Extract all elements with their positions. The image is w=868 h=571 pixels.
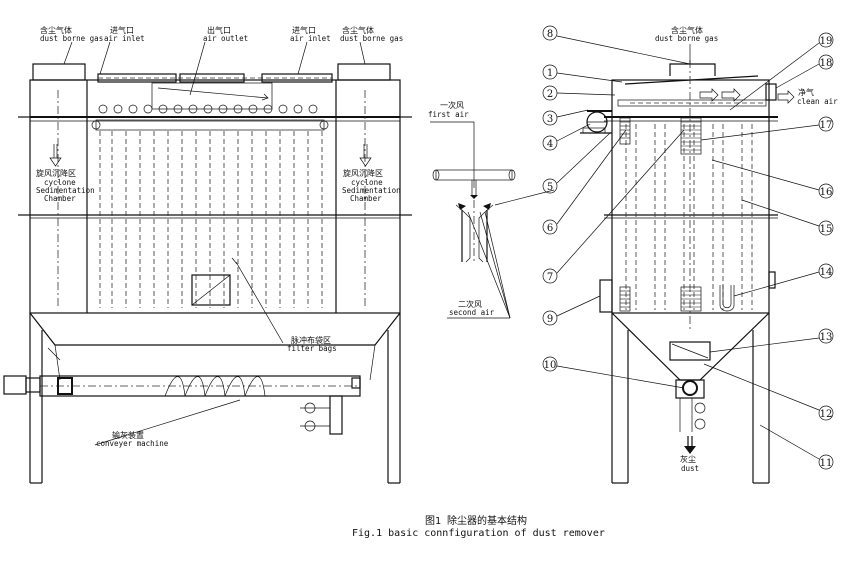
svg-text:7: 7 [547,272,553,283]
svg-text:1: 1 [547,68,553,79]
callout-3: 3 [542,109,589,126]
callout-12: 12 [703,363,834,421]
air-outlet-en: air outlet [203,34,248,43]
svg-text:17: 17 [820,120,833,131]
svg-text:8: 8 [547,29,553,40]
filter-bag-lines [99,131,323,308]
callout-8: 8 [542,25,691,65]
air-outlet-cn: 出气口 [207,25,231,35]
svg-text:15: 15 [820,224,833,235]
callout-18: 18 [775,54,834,89]
side-dust-gas-cn: 含尘气体 [671,25,703,35]
conveyor-cn: 输灰装置 [112,430,144,440]
filter-bags-cn: 脉冲布袋区 [291,335,331,345]
callout-14: 14 [733,263,834,297]
left-air-inlet-cn: 进气口 [110,25,134,35]
right-side-view: 8 1 2 3 4 5 6 [542,25,838,484]
first-air-en: first air [428,110,469,119]
right-air-inlet-en: air inlet [290,34,331,43]
left-chamber-down-arrow [49,144,62,167]
filter-bags-en: filter bags [287,344,337,353]
callout-10: 10 [542,356,685,389]
callout-15: 15 [741,199,834,236]
right-cyclone-en1: cyclone [351,178,383,187]
middle-nozzle-detail: 一次风 first air 二次风 second air [428,100,555,319]
callout-11: 11 [759,424,834,470]
callout-13: 13 [709,328,834,353]
clean-air-en: clean air [797,97,838,106]
left-dust-gas-cn: 含尘气体 [40,25,72,35]
right-dust-gas-en: dust borne gas [340,34,403,43]
right-air-inlet-cn: 进气口 [292,25,316,35]
callout-1: 1 [542,64,623,83]
dust-en: dust [681,464,699,473]
svg-text:6: 6 [547,223,553,234]
right-dust-gas-cn: 含尘气体 [342,25,374,35]
callout-16: 16 [711,159,834,199]
callout-2: 2 [542,85,616,101]
left-front-view: 含尘气体 dust borne gas 进气口 air inlet 出气口 ai… [3,25,412,484]
svg-text:5: 5 [547,182,553,193]
left-dust-gas-en: dust borne gas [40,34,103,43]
pulse-valve-row [98,104,318,114]
clean-air-cn: 净气 [798,87,814,97]
second-air-en: second air [449,308,495,317]
callout-7: 7 [542,129,685,284]
callout-4: 4 [542,123,591,151]
left-cyclone-en1: cyclone [44,178,76,187]
bag-cage-springs-bottom [619,286,702,312]
figure-caption: 图1 除尘器的基本结构 Fig.1 basic connfiguration o… [352,514,605,539]
svg-text:14: 14 [820,267,833,278]
bag-cage-springs-top [619,117,702,155]
svg-text:13: 13 [820,332,833,343]
left-cyclone-en3: Chamber [44,194,76,203]
callout-19: 19 [729,32,834,111]
caption-cn: 图1 除尘器的基本结构 [425,514,527,527]
left-air-inlet-en: air inlet [104,34,145,43]
conveyor-en: conveyer machine [96,439,169,448]
side-filter-bags [625,124,753,310]
screw-flights [164,376,266,397]
right-chamber-down-arrow [359,144,372,167]
caption-en: Fig.1 basic connfiguration of dust remov… [352,528,605,539]
svg-text:11: 11 [820,458,833,469]
svg-text:4: 4 [547,139,553,150]
callout-17: 17 [700,116,834,141]
left-cyclone-cn: 旋风沉降区 [36,168,76,178]
svg-text:9: 9 [547,314,553,325]
dust-cn: 灰尘 [680,454,696,464]
callout-6: 6 [542,129,627,235]
svg-text:3: 3 [547,114,553,125]
right-cyclone-en3: Chamber [350,194,382,203]
left-cyclone-en2: Sedimentation [36,186,95,195]
callout-5: 5 [542,132,611,194]
svg-text:19: 19 [820,36,833,47]
svg-text:18: 18 [820,58,833,69]
right-cyclone-en2: Sedimentation [342,186,401,195]
first-air-cn: 一次风 [440,100,464,110]
second-air-cn: 二次风 [458,299,482,309]
right-cyclone-cn: 旋风沉降区 [343,168,383,178]
svg-text:2: 2 [547,89,553,100]
svg-text:10: 10 [544,360,557,371]
callout-9: 9 [542,295,601,326]
svg-text:12: 12 [820,409,833,420]
svg-text:16: 16 [820,187,833,198]
side-dust-gas-en: dust borne gas [655,34,718,43]
